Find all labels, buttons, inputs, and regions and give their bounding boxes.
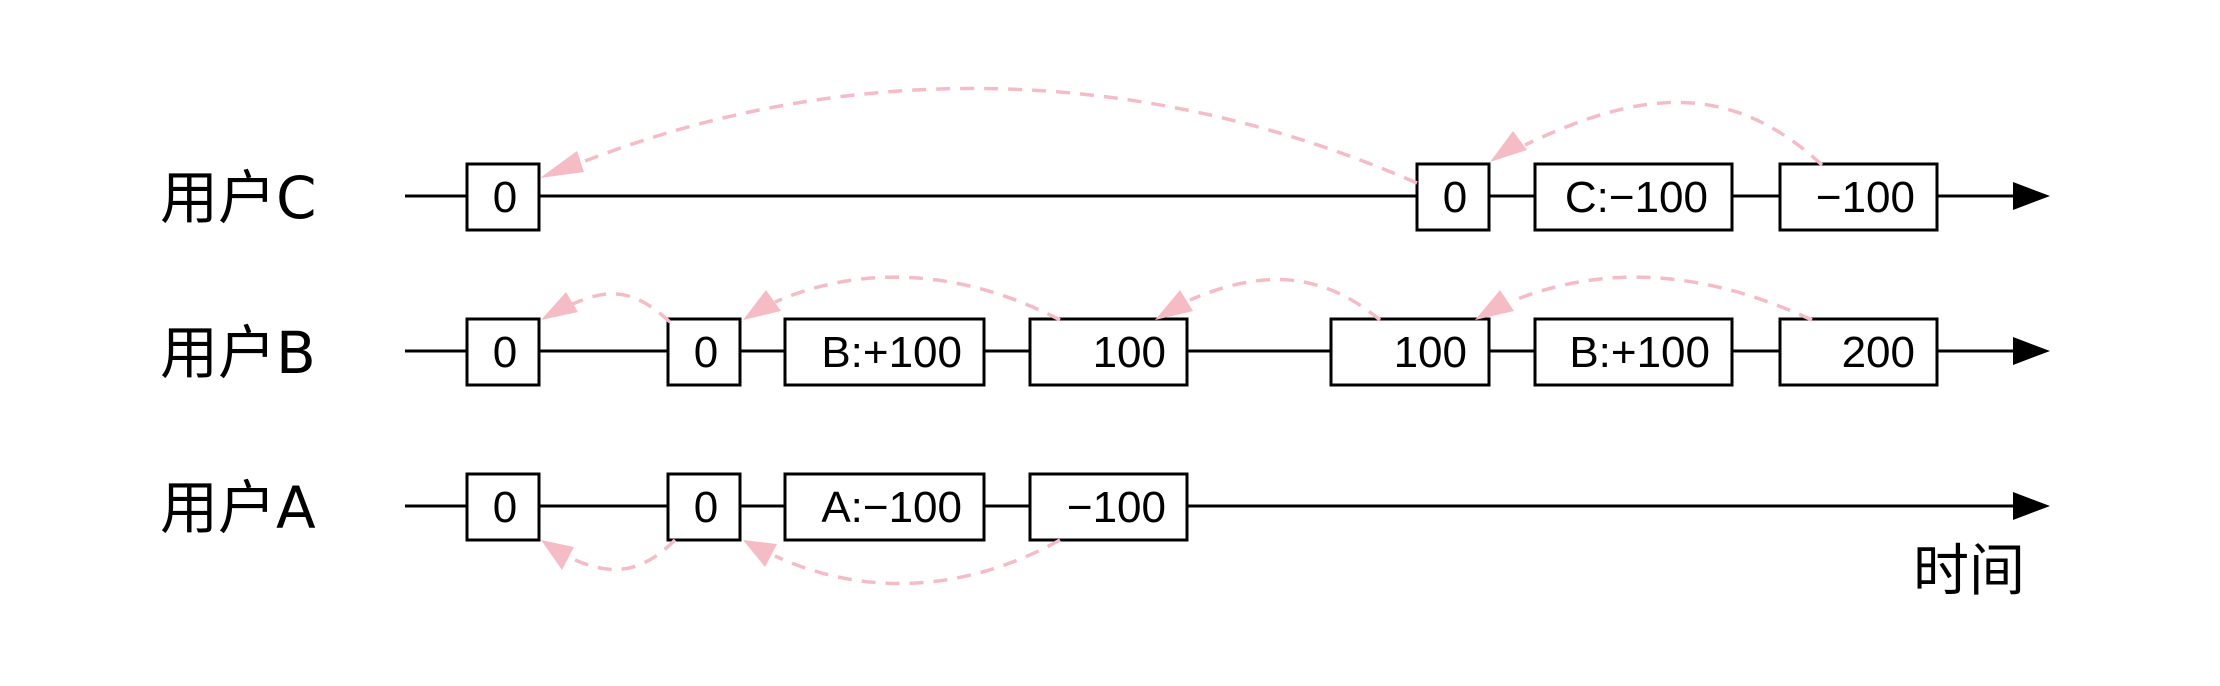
time-axis-label: 时间: [1913, 539, 2025, 604]
state-box: −100: [1778, 162, 1939, 232]
state-box: 0: [465, 162, 541, 232]
state-box: 0: [666, 317, 742, 387]
svg-text:0: 0: [1443, 173, 1467, 222]
timeline-arrowhead-user-b: [2013, 337, 2050, 365]
svg-text:100: 100: [1093, 328, 1166, 377]
svg-text:−100: −100: [1816, 173, 1915, 222]
svg-text:B:+100: B:+100: [821, 328, 962, 377]
svg-text:0: 0: [493, 328, 517, 377]
dashed-arrow: [743, 538, 1061, 586]
svg-text:0: 0: [493, 483, 517, 532]
state-box: 100: [1329, 317, 1491, 387]
state-box: 0: [465, 472, 541, 542]
state-box: 0: [465, 317, 541, 387]
timeline-arrowhead-user-c: [2013, 182, 2050, 210]
svg-text:0: 0: [694, 483, 718, 532]
operation-box: B:+100: [1533, 317, 1734, 387]
state-box: 200: [1778, 317, 1939, 387]
dashed-arrow: [1475, 275, 1813, 322]
svg-text:B:+100: B:+100: [1569, 328, 1710, 377]
row-user-a: 用户A 0 0 A:−100 −100: [160, 472, 2050, 542]
dashed-arrow: [541, 538, 677, 572]
dashed-arrow: [541, 292, 672, 324]
svg-text:C:−100: C:−100: [1565, 173, 1708, 222]
operation-box: A:−100: [783, 472, 986, 542]
state-box: 0: [1415, 162, 1491, 232]
row-label-user-c: 用户C: [160, 164, 317, 232]
operation-box: C:−100: [1533, 162, 1734, 232]
dashed-arrow: [1155, 277, 1382, 322]
dashed-arrow: [743, 275, 1061, 322]
operation-box: B:+100: [783, 317, 986, 387]
svg-text:−100: −100: [1067, 483, 1166, 532]
row-label-user-b: 用户B: [160, 319, 316, 387]
row-user-c: 用户C 0 0 C:−100 −100: [160, 162, 2050, 232]
svg-text:0: 0: [493, 173, 517, 222]
svg-text:A:−100: A:−100: [821, 483, 962, 532]
reference-arrows: [540, 86, 1824, 586]
state-box: 100: [1028, 317, 1189, 387]
state-box: 0: [666, 472, 742, 542]
dashed-arrow: [1490, 100, 1824, 167]
timeline-arrowhead-user-a: [2013, 492, 2050, 520]
row-label-user-a: 用户A: [160, 474, 316, 542]
svg-text:200: 200: [1842, 328, 1915, 377]
row-user-b: 用户B 0 0 B:+100 100 100 B:+100 200: [160, 317, 2050, 387]
state-box: −100: [1028, 472, 1189, 542]
svg-text:100: 100: [1394, 328, 1467, 377]
dashed-arrow: [540, 86, 1418, 185]
svg-text:0: 0: [694, 328, 718, 377]
